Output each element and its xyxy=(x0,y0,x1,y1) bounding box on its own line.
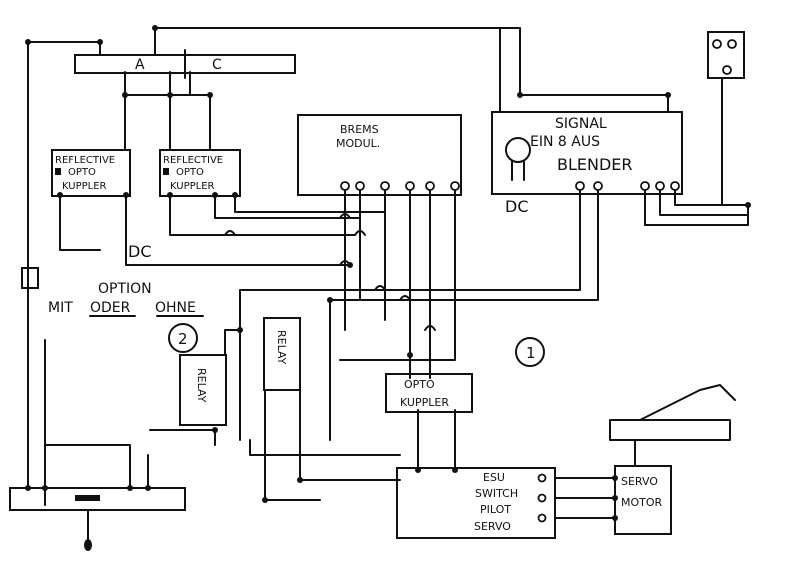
signal-line3: BLENDER xyxy=(557,155,633,174)
reflective-right-line1: REFLECTIVE xyxy=(163,155,223,166)
wires xyxy=(27,27,749,546)
relay-left-label: RELAY xyxy=(195,368,208,403)
sensor-square-right xyxy=(163,168,169,175)
reflective-opto-left xyxy=(51,149,131,197)
reflective-right-line3: KUPPLER xyxy=(170,181,215,192)
dc-label-signal: DC xyxy=(505,197,529,216)
option-line1: OPTION xyxy=(98,281,152,297)
signal-lamp-icon xyxy=(505,137,531,163)
badge-2-label: 2 xyxy=(178,330,188,348)
brems-line2: MODUL. xyxy=(336,137,380,150)
reflective-opto-right xyxy=(159,149,241,197)
brems-modul xyxy=(297,114,462,196)
relay-left-box xyxy=(179,354,227,426)
servo-line1: SERVO xyxy=(621,475,658,488)
badge-2-circle xyxy=(168,323,198,353)
lever-knob-icon xyxy=(84,539,92,551)
opto-line2: KUPPLER xyxy=(400,396,449,409)
badge-1-label: 1 xyxy=(526,344,536,362)
esu-line4: SERVO xyxy=(474,520,511,533)
servo-line2: MOTOR xyxy=(621,496,663,509)
relay-right-box xyxy=(263,317,301,391)
reflective-left-line2: OPTO xyxy=(68,167,96,178)
option-mit: MIT xyxy=(48,300,73,316)
bus-label-c: C xyxy=(212,57,222,73)
signal-blender xyxy=(491,111,683,195)
opto-kuppler-box xyxy=(385,373,473,413)
signal-line1: SIGNAL xyxy=(555,116,607,132)
brems-line1: BREMS xyxy=(340,123,379,136)
opto-line1: OPTO xyxy=(404,378,435,391)
panel-slot xyxy=(75,495,100,501)
esu-line2: SWITCH xyxy=(475,487,518,500)
option-oder: ODER xyxy=(90,300,131,316)
fuse-switch xyxy=(21,267,39,289)
wire-crossovers xyxy=(224,213,436,331)
reflective-right-line2: OPTO xyxy=(176,167,204,178)
junction-dots xyxy=(25,25,751,521)
sensor-square-left xyxy=(55,168,61,175)
badge-1-circle xyxy=(515,337,545,367)
esu-line3: PILOT xyxy=(480,503,511,516)
switch-panel xyxy=(9,487,186,511)
relay-right-label: RELAY xyxy=(275,330,288,365)
esu-switch-pilot-box xyxy=(396,467,556,539)
signal-line2: EIN 8 AUS xyxy=(530,134,600,150)
reflective-left-line3: KUPPLER xyxy=(62,181,107,192)
connector-block xyxy=(707,31,745,79)
option-ohne: OHNE xyxy=(155,300,196,316)
dc-label-bottom: DC xyxy=(128,242,152,261)
bus-label-a: A xyxy=(135,57,145,73)
esu-line1: ESU xyxy=(483,471,505,484)
terminals xyxy=(340,181,680,523)
reflective-left-line1: REFLECTIVE xyxy=(55,155,115,166)
